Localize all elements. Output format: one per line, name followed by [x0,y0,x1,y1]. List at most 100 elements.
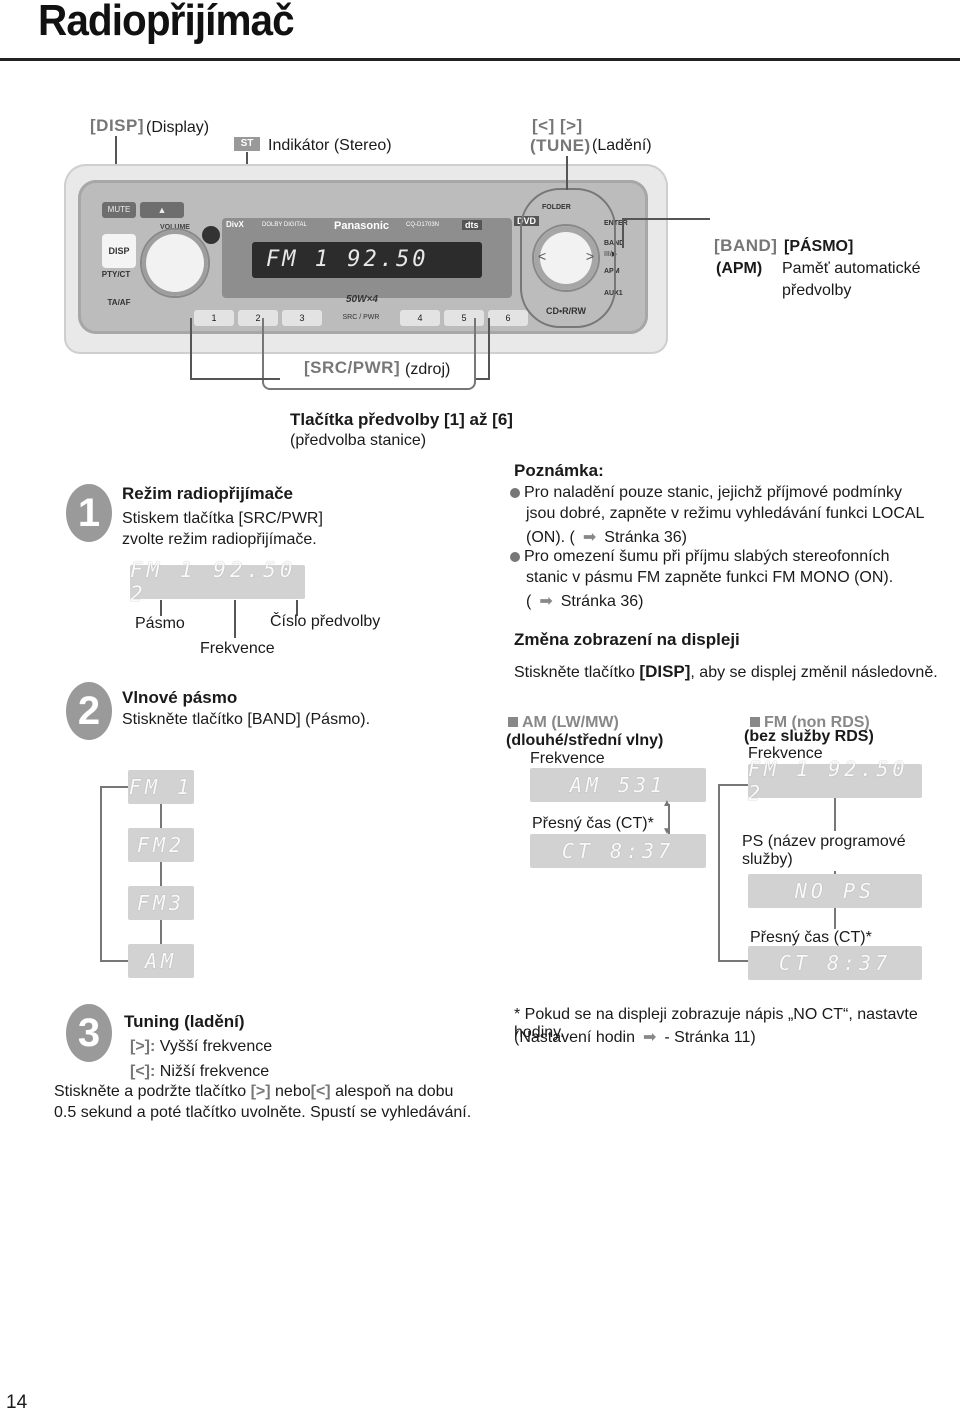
step-3-line-1: Stiskněte a podržte tlačítko [>] nebo[<]… [54,1083,453,1101]
band-callout-line-h [622,218,710,220]
tune-down-key: [<]: [130,1063,156,1080]
volume-label: VOLUME [160,224,190,234]
band-return-top [100,786,128,788]
mute-button[interactable]: MUTE [102,202,136,218]
page-ref-arrow-icon: ➡ [582,529,597,546]
footnote-l2b: - Stránka 11) [664,1029,756,1046]
tune-left-icon[interactable]: < [538,248,547,264]
display-change-text-b: , aby se displej změnil následovně. [690,664,938,681]
step-3-l1k2: [<] [310,1083,331,1100]
display-change-text-a: Stiskněte tlačítko [514,664,635,681]
step-1-line-2: zvolte režim radiopřijímače. [122,531,317,548]
apm-text-1: Paměť automatické [782,260,921,277]
src-key-label: [SRC/PWR] [302,358,403,378]
tune-up-text: Vyšší frekvence [159,1038,273,1055]
footnote-line-2: (Nastavení hodin➡- Stránka 11) [514,1027,756,1047]
step-1-lcd: FM 1 92.50 2 [130,558,305,606]
band-pointer-line [160,600,162,616]
band-callout-line-v [622,218,624,248]
step-3-l1a: Stiskněte a podržte tlačítko [54,1083,247,1100]
fm-head-text: FM (non RDS) [764,714,870,731]
radio-disp-button[interactable]: DISP [102,234,136,268]
radio-ta-button[interactable]: TA/AF [107,298,131,307]
preset-callout-left [190,318,192,378]
band-fm3-text: FM3 [136,891,186,915]
am-ct-label: Přesný čas (CT)* [532,815,654,832]
step-3-l1c: alespoň na dobu [335,1083,454,1100]
fm-lcd-3: CT 8:37 [748,946,922,980]
apm-button[interactable]: APM [604,268,620,275]
am-freq-label: Frekvence [530,750,605,767]
label-pasmo: Pásmo [135,615,185,632]
preset-4-button[interactable]: 4 [400,310,440,326]
band-return-bottom [100,960,128,962]
tune-text: (Ladění) [592,137,652,154]
fm-lcd-1: FM 1 92.50 2 [748,757,922,805]
src-pwr-button[interactable]: SRC / PWR [342,314,380,321]
preset-pointer-line [296,600,298,616]
cd-logo: CD•R/RW [546,306,586,316]
brand-logo: Panasonic [334,220,390,232]
tune-callout-line [566,156,568,190]
note-bullet-1-line-2: jsou dobré, zapněte v režimu vyhledávání… [526,505,925,522]
page-number: 14 [6,1392,28,1413]
note-b1-l3a: (ON). ( [526,529,575,546]
volume-knob[interactable] [142,230,208,296]
note-heading: Poznámka: [514,461,604,480]
divx-logo: DivX [226,220,244,229]
arrow-up-icon: ▲ [662,798,672,809]
step-3-line-2: 0.5 sekund a poté tlačítko uvolněte. Spu… [54,1104,472,1121]
am-sub: (dlouhé/střední vlny) [506,732,664,749]
label-cislo-predvolby: Číslo předvolby [270,613,381,630]
radio-faceplate: MUTE ▲ DISP PTY/CT TA/AF VOLUME DivX DOL… [64,164,668,354]
tune-key-label: (TUNE) [530,136,591,155]
radio-pty-button[interactable]: PTY/CT [101,270,131,279]
preset-3-button[interactable]: 3 [282,310,322,326]
fm-cycle-top [718,784,748,786]
band-return-line [100,786,102,962]
note-b2-l1-text: Pro omezení šumu při příjmu slabých ster… [524,548,890,565]
step-1-number: 1 [66,484,112,542]
note-b2-l3a: ( [526,593,532,610]
band-fm1-text: FM 1 [128,775,194,799]
page-title: Radiopřijímač [38,0,295,45]
step-1-line-1: Stiskem tlačítka [SRC/PWR] [122,510,323,527]
step-2-heading: Vlnové pásmo [122,688,238,707]
step-3-number: 3 [66,1004,112,1062]
note-bullet-2-line-2: stanic v pásmu FM zapněte funkci FM MONO… [526,569,894,586]
am-arrow-line [668,804,670,834]
fm-freq-label: Frekvence [748,745,823,762]
preset-1-button[interactable]: 1 [194,310,234,326]
band-am-text: AM [144,949,178,973]
disp-text: (Display) [146,119,210,136]
tune-callout-outline [520,188,616,328]
am-lcd-1-text: AM 531 [569,773,667,797]
am-lcd-2: CT 8:37 [530,834,706,868]
display-change-key: [DISP] [639,662,691,681]
fm-lcd-2-text: NO PS [794,879,876,903]
dts-logo: dts [462,220,482,230]
model-label: CQ-D1703N [406,222,440,228]
tune-right-icon[interactable]: > [585,248,594,264]
radio-display-panel: DivX DOLBY DIGITAL Panasonic CQ-D1703N d… [222,218,512,298]
note-b2-l3b: Stránka 36) [560,593,644,610]
st-text: Indikátor (Stereo) [268,137,392,154]
label-frekvence: Frekvence [200,640,275,657]
fm-cycle-bottom [718,960,748,962]
dolby-logo: DOLBY DIGITAL [262,222,307,228]
tune-dial[interactable]: < > [534,226,598,290]
enter-button[interactable]: ENTER [604,220,628,227]
tune-keys-label: [<] [>] [532,116,583,135]
preset-6-button[interactable]: 6 [488,310,528,326]
src-callout-bracket [262,318,476,390]
band-sub-label: III/▶ [604,251,618,258]
step-3-heading: Tuning (ladění) [124,1012,245,1031]
preset-title: Tlačítka předvolby [1] až [6] [290,410,513,429]
band-fm2-text: FM2 [136,833,186,857]
preset-callout-h2 [476,378,490,380]
band-fm2-lcd: FM2 [128,828,194,862]
arrow-down-icon: ▼ [662,826,672,837]
step-1-lcd-text: FM 1 92.50 2 [130,558,297,606]
eject-button[interactable]: ▲ [140,202,184,218]
band-am-lcd: AM [128,944,194,978]
